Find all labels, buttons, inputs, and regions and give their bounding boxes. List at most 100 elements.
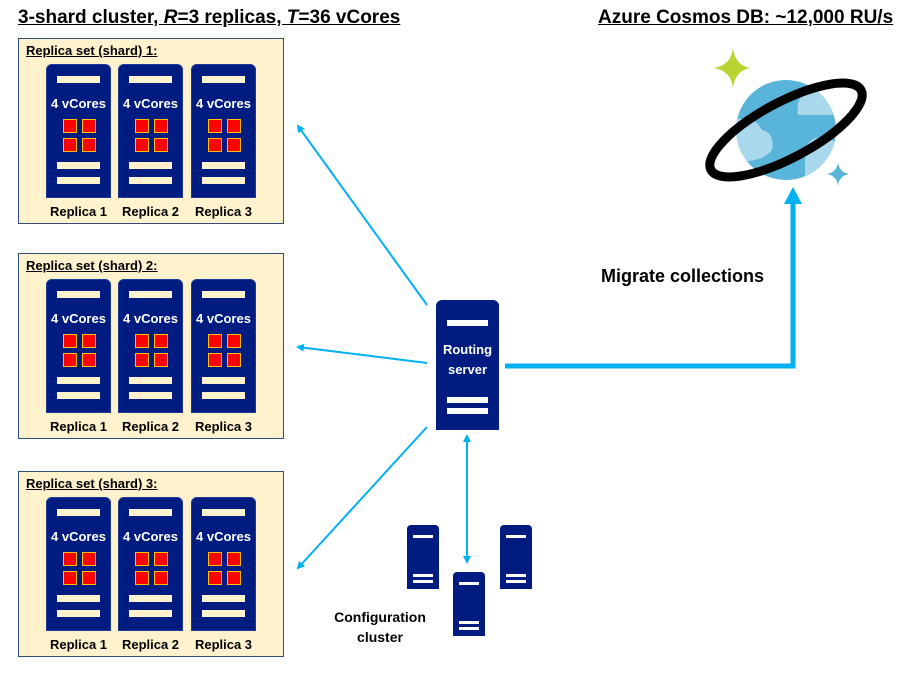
server-slot — [57, 162, 100, 169]
server-slot — [129, 291, 172, 298]
cpu-core — [63, 138, 77, 152]
cpu-core — [135, 138, 149, 152]
vcores-label: 4 vCores — [196, 96, 251, 111]
server-slot — [57, 177, 100, 184]
server-slot — [57, 291, 100, 298]
server-slot — [459, 627, 479, 630]
title-part: 3-shard cluster, — [18, 7, 164, 28]
replica-label: Replica 3 — [194, 637, 253, 652]
server-slot — [129, 509, 172, 516]
routing-server: Routing server — [436, 300, 499, 430]
vcores-label: 4 vCores — [123, 96, 178, 111]
routing-server-label: Routing server — [436, 340, 499, 380]
cpu-cores-icon — [208, 119, 241, 152]
label-line: Configuration — [334, 609, 426, 625]
shard-label: Replica set (shard) 3: — [26, 476, 158, 491]
cpu-cores-icon — [135, 552, 168, 585]
vcores-label: 4 vCores — [196, 311, 251, 326]
sparkle-blue-icon — [827, 162, 849, 186]
server-slot — [129, 377, 172, 384]
cpu-core — [227, 552, 241, 566]
server-slot — [57, 76, 100, 83]
cpu-core — [208, 138, 222, 152]
cpu-core — [208, 552, 222, 566]
replica-server: 4 vCores — [191, 279, 256, 413]
server-slot — [202, 291, 245, 298]
config-server-1 — [407, 525, 439, 589]
cpu-core — [154, 571, 168, 585]
cpu-core — [227, 138, 241, 152]
server-slot — [506, 535, 526, 538]
config-cluster-label: Configuration cluster — [320, 607, 440, 647]
migrate-collections-label: Migrate collections — [601, 266, 765, 286]
server-slot — [413, 535, 433, 538]
server-slot — [57, 392, 100, 399]
replica-server: 4 vCores — [191, 497, 256, 631]
label-line: cluster — [357, 629, 403, 645]
planet-ring — [705, 78, 867, 182]
server-slot — [459, 621, 479, 624]
vcores-label: 4 vCores — [196, 529, 251, 544]
cpu-cores-icon — [63, 334, 96, 367]
server-slot — [129, 610, 172, 617]
cpu-core — [227, 334, 241, 348]
cpu-core — [208, 119, 222, 133]
cpu-core — [82, 334, 96, 348]
replica-server: 4 vCores — [46, 64, 111, 198]
migration-arrow — [505, 202, 796, 369]
cpu-core — [154, 552, 168, 566]
server-slot — [413, 580, 433, 583]
replica-server: 4 vCores — [118, 279, 183, 413]
cpu-core — [208, 334, 222, 348]
cpu-core — [227, 353, 241, 367]
cosmos-title: Azure Cosmos DB: ~12,000 RU/s — [598, 7, 894, 28]
server-slot — [459, 582, 479, 585]
cpu-cores-icon — [208, 552, 241, 585]
server-slot — [202, 509, 245, 516]
label-line: Routing — [442, 342, 493, 357]
cpu-core — [154, 353, 168, 367]
cpu-core — [154, 334, 168, 348]
server-slot — [202, 162, 245, 169]
replica-server: 4 vCores — [118, 497, 183, 631]
server-slot — [447, 320, 488, 326]
cpu-core — [63, 552, 77, 566]
cpu-core — [135, 552, 149, 566]
sparkle-green-icon — [714, 48, 750, 88]
server-slot — [506, 574, 526, 577]
title-var-r: R — [163, 7, 178, 28]
replica-label: Replica 2 — [121, 204, 180, 219]
cpu-cores-icon — [208, 334, 241, 367]
cpu-core — [63, 353, 77, 367]
server-slot — [129, 177, 172, 184]
cpu-core — [154, 138, 168, 152]
vcores-label: 4 vCores — [51, 529, 106, 544]
replica-server: 4 vCores — [118, 64, 183, 198]
server-slot — [506, 580, 526, 583]
server-slot — [202, 392, 245, 399]
server-slot — [57, 377, 100, 384]
replica-label: Replica 3 — [194, 204, 253, 219]
cpu-core — [135, 353, 149, 367]
server-slot — [447, 408, 488, 414]
server-slot — [57, 509, 100, 516]
server-slot — [413, 574, 433, 577]
replica-label: Replica 1 — [49, 637, 108, 652]
cpu-cores-icon — [135, 334, 168, 367]
replica-server: 4 vCores — [46, 279, 111, 413]
cpu-cores-icon — [135, 119, 168, 152]
server-slot — [57, 610, 100, 617]
cpu-core — [63, 119, 77, 133]
cpu-core — [208, 571, 222, 585]
vcores-label: 4 vCores — [51, 311, 106, 326]
server-slot — [202, 76, 245, 83]
title-var-t: T — [286, 7, 299, 28]
title-part: =36 vCores — [298, 7, 401, 28]
server-slot — [129, 162, 172, 169]
cpu-core — [227, 571, 241, 585]
label-line: server — [447, 362, 488, 377]
replica-label: Replica 1 — [49, 419, 108, 434]
server-slot — [129, 595, 172, 602]
